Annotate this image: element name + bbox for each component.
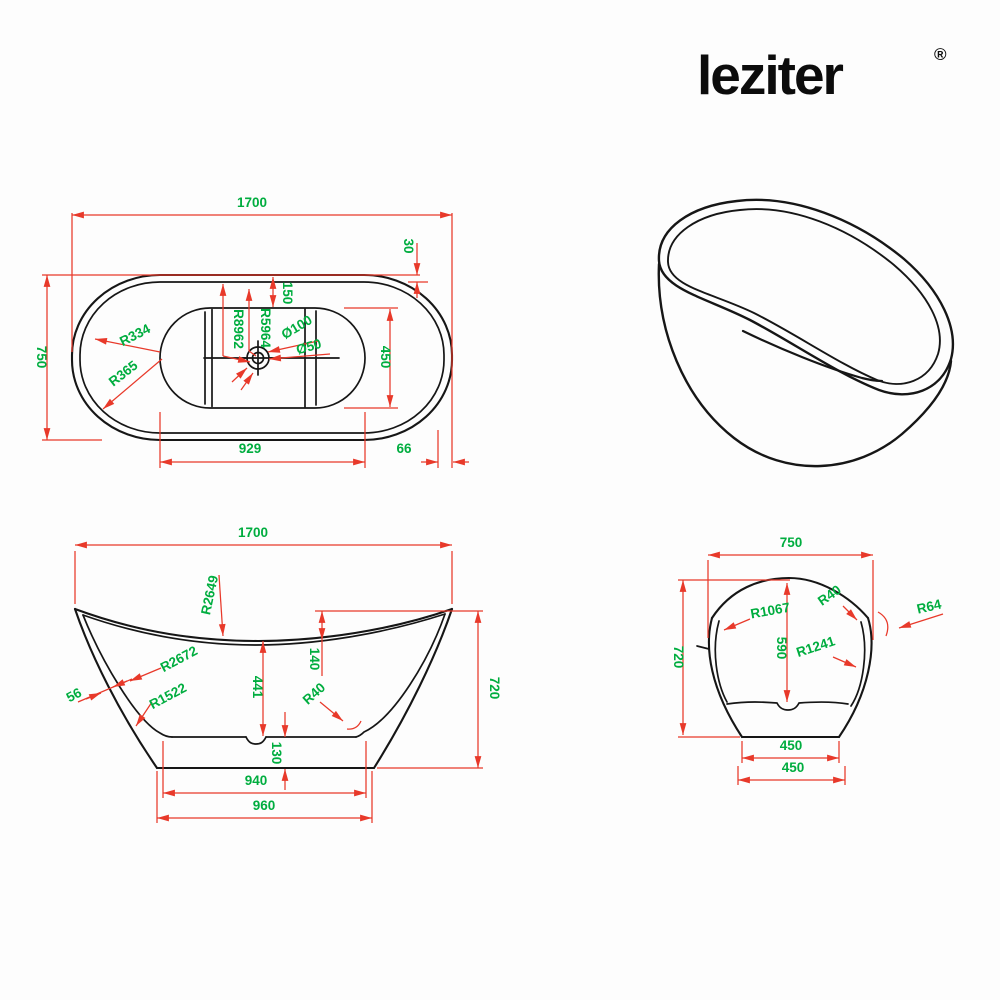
leader-r64 [898, 613, 944, 629]
leader-r1522 [135, 701, 153, 727]
side-right-inner-wall [355, 613, 446, 738]
tub-3d-rim-outer [657, 198, 955, 396]
end-dim-450-base: 450 [780, 738, 803, 753]
side-right-outer-wall [372, 607, 454, 770]
side-dim-441: 441 [250, 676, 265, 699]
side-dim-length: 1700 [238, 525, 268, 540]
top-dim-450: 450 [378, 346, 393, 369]
end-rim-edge [710, 576, 870, 620]
leader-d50-tail [240, 372, 254, 391]
end-view-dimensions [678, 551, 944, 785]
dim-line-56-arrow-b [112, 679, 128, 688]
side-dim-140: 140 [307, 648, 322, 671]
side-drain-recess [245, 736, 267, 745]
side-dim-940: 940 [245, 773, 268, 788]
side-rim-outer-edge [73, 607, 454, 643]
side-view-dimensions [74, 541, 483, 823]
end-dim-590: 590 [774, 637, 789, 660]
leader-r40 [842, 605, 858, 621]
r40-arc-mark [346, 720, 362, 730]
end-right-inner-wall [850, 621, 866, 707]
end-view: 750 720 590 450 450 R1067 R40 R64 R1241 [671, 535, 943, 785]
leader-d50 [268, 353, 331, 362]
tub-3d-body [657, 262, 953, 468]
top-dim-length: 1700 [237, 195, 267, 210]
leader-r2672 [129, 667, 162, 682]
top-dim-929: 929 [239, 441, 262, 456]
end-dim-width: 750 [780, 535, 803, 550]
side-dim-960: 960 [253, 798, 276, 813]
leader-r365 [102, 358, 163, 410]
basin-outline [159, 307, 366, 409]
extension-lines [74, 551, 483, 823]
r64-arc-mark [877, 611, 889, 637]
top-dim-width: 750 [34, 346, 49, 369]
end-right-outer-wall [837, 616, 873, 739]
end-left-inner-wall [714, 620, 728, 703]
leader-d100-tail [231, 367, 248, 383]
top-dim-66: 66 [396, 441, 412, 456]
side-left-outer-wall [73, 607, 159, 770]
brand-logo: leziter ® [697, 44, 947, 106]
side-view-geometry [73, 607, 454, 770]
leader-r2649 [218, 574, 226, 637]
tub-3d-interior-edge [741, 329, 884, 383]
side-dim-130: 130 [269, 742, 284, 765]
top-radius-r5964: R5964 [258, 308, 273, 348]
end-radius-r64: R64 [915, 596, 943, 616]
tub-inner-rim [79, 281, 445, 434]
leader-r8962-tail [222, 355, 251, 363]
leader-r40 [319, 701, 344, 722]
side-left-inner-wall [82, 614, 173, 738]
dim-line-56-arrow-a [85, 692, 102, 701]
brand-name: leziter [697, 44, 844, 106]
leader-r334 [94, 338, 161, 353]
leader-r1241 [832, 656, 857, 668]
registered-mark-icon: ® [934, 45, 947, 64]
leader-d100 [267, 340, 319, 353]
end-dim-height: 720 [671, 646, 686, 669]
end-view-labels: 750 720 590 450 450 R1067 R40 R64 R1241 [671, 535, 943, 775]
leader-r1067 [723, 618, 751, 631]
top-drain-d50: Ø50 [294, 336, 323, 357]
top-view-dimensions [42, 211, 469, 468]
end-wall-tick [696, 645, 710, 650]
extension-lines [678, 560, 874, 785]
end-left-outer-wall [707, 616, 744, 739]
top-dim-150: 150 [280, 282, 295, 305]
end-floor-line [726, 701, 849, 711]
end-dim-450-floor: 450 [782, 760, 805, 775]
end-radius-r1067: R1067 [749, 600, 791, 622]
end-view-geometry [696, 576, 873, 739]
perspective-view [657, 198, 955, 468]
leader-r5964-tail [248, 350, 257, 357]
side-rim-inner-edge [82, 613, 446, 646]
side-dim-height: 720 [487, 677, 502, 700]
top-radius-r8962: R8962 [231, 309, 246, 349]
tub-3d-rim-inner [667, 208, 941, 385]
side-dim-56: 56 [64, 685, 85, 706]
top-dim-30: 30 [401, 238, 416, 253]
